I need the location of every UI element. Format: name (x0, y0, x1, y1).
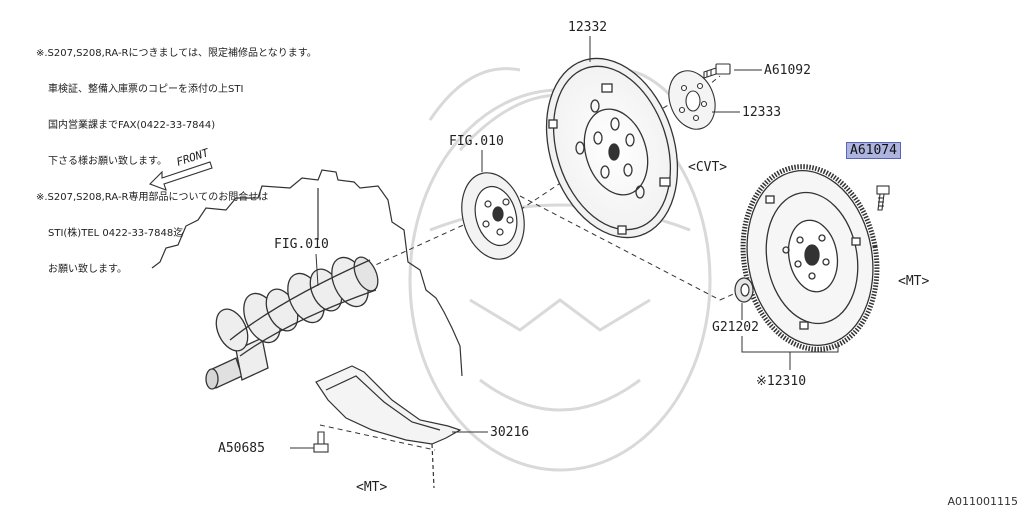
label-cvt: <CVT> (688, 160, 728, 175)
cover-30216 (315, 365, 462, 489)
label-a61092[interactable]: A61092 (764, 63, 811, 78)
label-fig010-left[interactable]: FIG.010 (274, 237, 329, 252)
bolt-a61092 (703, 63, 731, 79)
note-line: 下さる様お願い致します。 (48, 156, 167, 167)
note-line: ※.S207,S208,RA-R専用部品についてのお問合せは (36, 192, 269, 203)
engine-block-outline (151, 169, 463, 377)
note-line: 車検証、整備入庫票のコピーを添付の上STI (48, 84, 244, 95)
bolt-a61074 (876, 185, 890, 211)
bolt-a50685 (313, 431, 329, 453)
flywheel-12310 (740, 164, 880, 352)
flex-plate-fig010 (461, 172, 525, 260)
notes-block: ※.S207,S208,RA-Rにつきましては、限定補修品となります。 車検証、… (36, 24, 317, 300)
label-a61074[interactable]: A61074 (846, 142, 901, 159)
label-a50685[interactable]: A50685 (218, 441, 265, 456)
label-30216[interactable]: 30216 (490, 425, 530, 440)
leader-lines (290, 36, 839, 449)
label-fig010-top[interactable]: FIG.010 (449, 134, 504, 149)
front-arrow-icon (149, 161, 213, 191)
note-line: STI(株)TEL 0422-33-7848迄 (48, 228, 184, 239)
drive-plate-12332 (545, 57, 679, 239)
note-line: お願い致します。 (48, 264, 127, 275)
bearing-g21202 (734, 277, 754, 303)
note-line: 国内営業課までFAX(0422-33-7844) (48, 120, 216, 131)
note-line: ※.S207,S208,RA-Rにつきましては、限定補修品となります。 (36, 48, 317, 59)
label-12310[interactable]: ※12310 (756, 374, 807, 389)
label-12332[interactable]: 12332 (568, 20, 608, 35)
plate-12333 (668, 70, 716, 130)
catalog-number: A011001115 (947, 495, 1018, 508)
label-12333[interactable]: 12333 (742, 105, 782, 120)
crankshaft (205, 256, 379, 390)
label-g21202[interactable]: G21202 (712, 320, 759, 335)
label-mt-bottom: <MT> (356, 480, 388, 495)
label-mt-right: <MT> (898, 274, 930, 289)
